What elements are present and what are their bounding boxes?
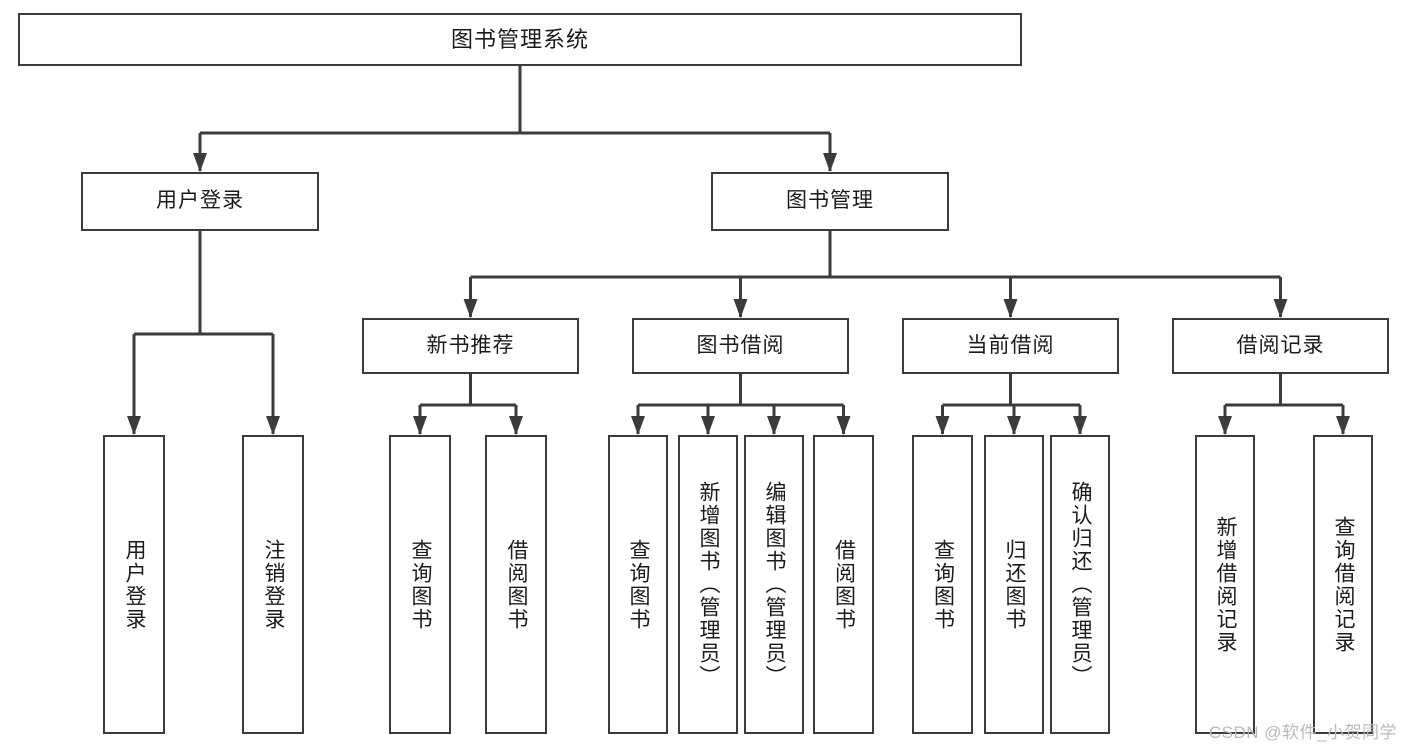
- node-label: 查询图书: [627, 538, 651, 631]
- node-l-add[interactable]: 新增图书（管理员）: [678, 435, 738, 734]
- node-l-addrec[interactable]: 新增借阅记录: [1195, 435, 1255, 734]
- node-label: 查询图书: [931, 538, 955, 631]
- node-label: 新书推荐: [426, 333, 515, 357]
- arrowhead-icon: [767, 416, 781, 435]
- node-l-q3[interactable]: 查询图书: [912, 435, 973, 734]
- arrowhead-icon: [127, 416, 141, 435]
- node-n-newbook[interactable]: 新书推荐: [362, 318, 579, 374]
- node-l-b1[interactable]: 借阅图书: [485, 435, 547, 734]
- node-l-userlogin[interactable]: 用户登录: [103, 435, 165, 734]
- arrowhead-icon: [631, 416, 645, 435]
- node-label: 新增借阅记录: [1214, 515, 1238, 654]
- node-label: 当前借阅: [966, 333, 1055, 357]
- node-label: 图书管理: [786, 189, 874, 213]
- arrowhead-icon: [1003, 299, 1018, 318]
- node-label: 编辑图书（管理员）: [763, 481, 787, 688]
- node-l-q1[interactable]: 查询图书: [389, 435, 451, 734]
- arrowhead-icon: [935, 416, 950, 435]
- arrowhead-icon: [193, 153, 207, 172]
- watermark-text: CSDN @软件_小贺同学: [1208, 723, 1397, 742]
- node-label: 归还图书: [1003, 538, 1027, 631]
- arrowhead-icon: [701, 416, 715, 435]
- node-l-logout[interactable]: 注销登录: [242, 435, 304, 734]
- node-label: 新增图书（管理员）: [697, 481, 721, 688]
- node-root[interactable]: 图书管理系统: [18, 13, 1022, 66]
- arrowhead-icon: [1073, 416, 1087, 435]
- node-l-q2[interactable]: 查询图书: [608, 435, 668, 734]
- node-label: 借阅图书: [505, 538, 529, 631]
- node-n-manage[interactable]: 图书管理: [711, 172, 949, 231]
- node-label: 查询借阅记录: [1332, 515, 1356, 654]
- node-n-login[interactable]: 用户登录: [81, 172, 319, 231]
- arrowhead-icon: [266, 416, 280, 435]
- arrowhead-icon: [1336, 416, 1350, 435]
- arrowhead-icon: [1273, 299, 1288, 318]
- arrowhead-icon: [1218, 416, 1232, 435]
- arrowhead-icon: [823, 153, 837, 172]
- node-label: 借阅图书: [832, 538, 856, 631]
- node-label: 借阅记录: [1236, 333, 1325, 357]
- arrowhead-icon: [413, 416, 427, 435]
- node-l-edit[interactable]: 编辑图书（管理员）: [744, 435, 804, 734]
- node-n-records[interactable]: 借阅记录: [1172, 318, 1389, 374]
- node-n-current[interactable]: 当前借阅: [902, 318, 1119, 374]
- node-l-return[interactable]: 归还图书: [984, 435, 1044, 734]
- arrowhead-icon: [733, 299, 748, 318]
- node-l-qrec[interactable]: 查询借阅记录: [1313, 435, 1373, 734]
- node-l-confirm[interactable]: 确认归还（管理员）: [1050, 435, 1110, 734]
- arrowhead-icon: [509, 416, 523, 435]
- node-label: 查询图书: [409, 538, 433, 631]
- node-label: 图书管理系统: [450, 26, 589, 52]
- node-l-b2[interactable]: 借阅图书: [813, 435, 874, 734]
- node-label: 用户登录: [156, 189, 244, 213]
- arrowhead-icon: [1007, 416, 1021, 435]
- arrowhead-icon: [463, 299, 478, 318]
- node-label: 用户登录: [123, 538, 147, 631]
- node-n-borrow[interactable]: 图书借阅: [632, 318, 849, 374]
- node-label: 确认归还（管理员）: [1069, 481, 1093, 688]
- node-label: 注销登录: [262, 538, 286, 631]
- arrowhead-icon: [836, 416, 851, 435]
- node-label: 图书借阅: [696, 333, 785, 357]
